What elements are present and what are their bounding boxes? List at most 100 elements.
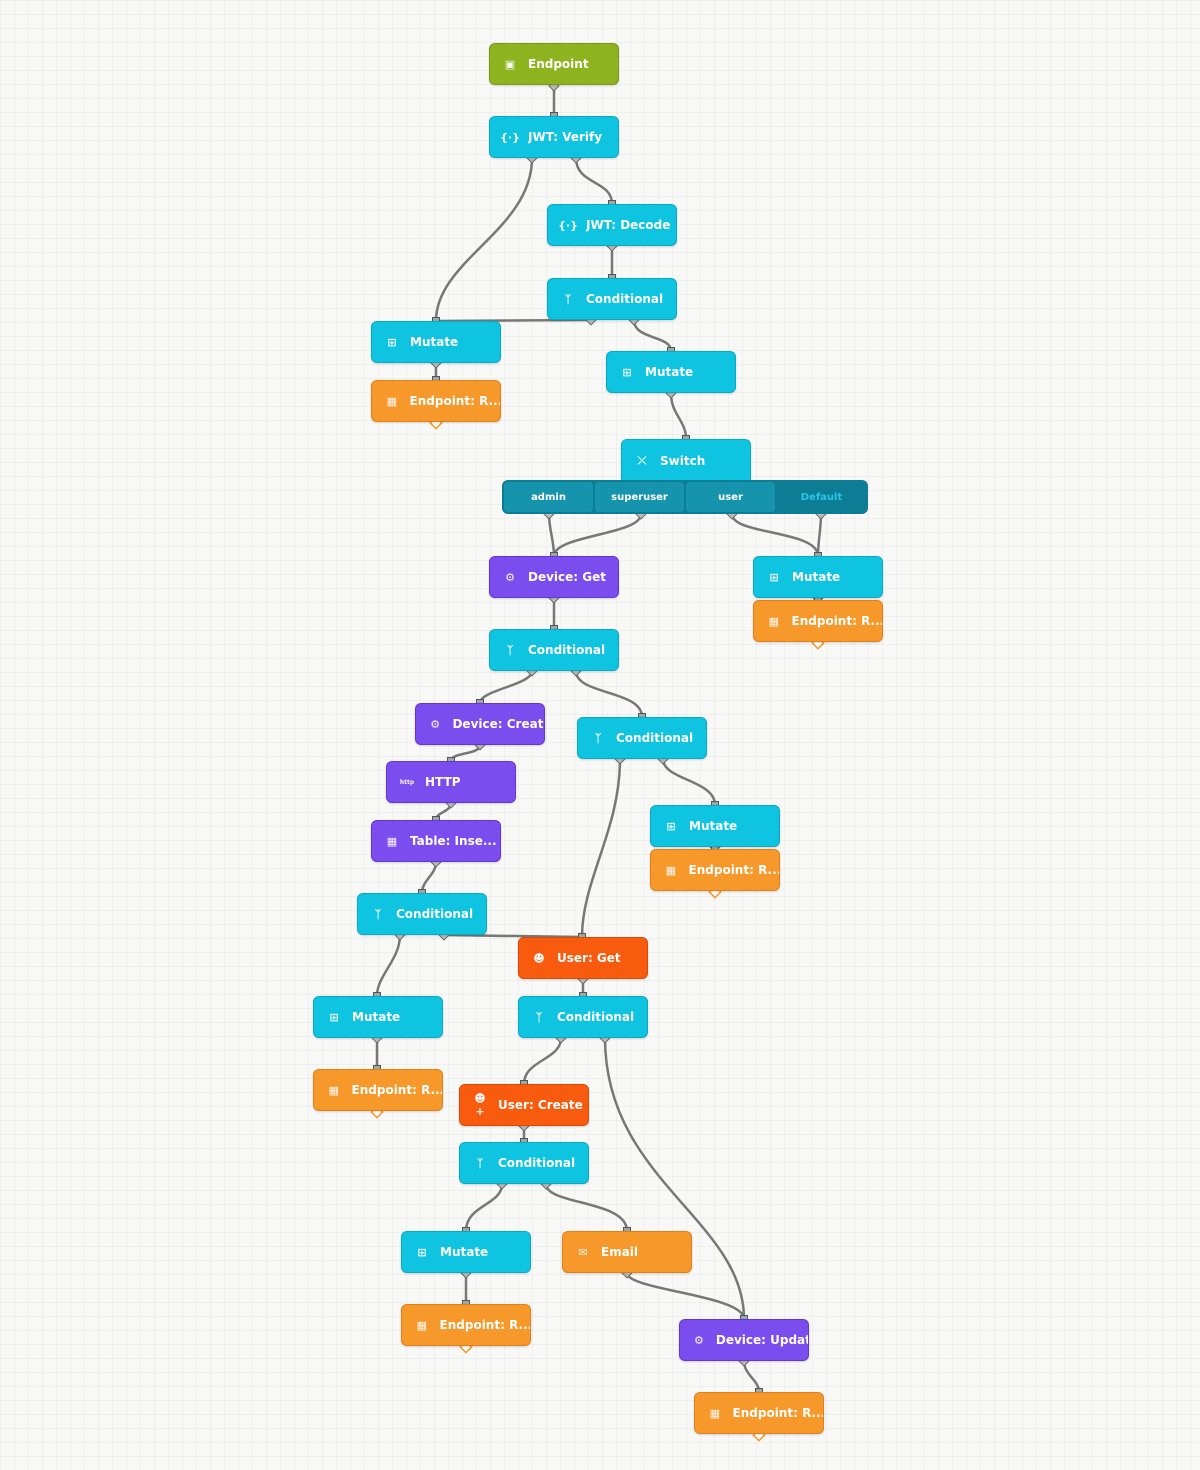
endpoint-reply-icon: ▦ — [768, 614, 779, 628]
connection-wire — [375, 933, 402, 998]
http-node[interactable]: http HTTP — [386, 761, 516, 803]
mutate-node[interactable]: ⊞ Mutate — [313, 996, 443, 1038]
connection-wire — [580, 757, 622, 939]
connection-wire — [552, 512, 643, 558]
mutate-node[interactable]: ⊞ Mutate — [401, 1231, 531, 1273]
endpoint-reply-node[interactable]: ▦ Endpoint: R... — [753, 600, 883, 642]
node-label: Switch — [660, 453, 706, 468]
connection-wire — [434, 318, 593, 323]
mutate-node[interactable]: ⊞ Mutate — [650, 805, 780, 847]
connection-wire — [574, 156, 614, 206]
connection-wire — [661, 757, 717, 807]
device-icon: ⚙ — [430, 717, 441, 731]
conditional-node[interactable]: ᛉ Conditional — [518, 996, 648, 1038]
conditional-node[interactable]: ᛉ Conditional — [459, 1142, 589, 1184]
mutate-icon: ⊞ — [387, 335, 397, 349]
connection-wire — [625, 1271, 746, 1321]
connection-wire — [464, 1182, 504, 1233]
http-icon: http — [399, 778, 415, 786]
switch-node[interactable]: ⤬ Switch — [621, 439, 751, 481]
node-label: Endpoint: R... — [688, 863, 779, 877]
endpoint-reply-icon: ▦ — [665, 863, 676, 877]
node-label: Endpoint: R... — [409, 394, 500, 408]
node-label: Mutate — [352, 1010, 401, 1024]
node-label: Conditional — [586, 292, 664, 306]
node-label: Mutate — [440, 1245, 489, 1259]
device-get-node[interactable]: ⚙ Device: Get — [489, 556, 619, 598]
node-label: User: Get — [557, 951, 621, 965]
switch-case-superuser[interactable]: superuser — [595, 482, 684, 512]
mutate-icon: ⊞ — [622, 365, 632, 379]
node-label: Endpoint: R... — [732, 1406, 823, 1420]
connection-wire — [547, 512, 556, 558]
node-label: Conditional — [498, 1156, 576, 1170]
node-label: Endpoint: R... — [439, 1318, 530, 1332]
switch-case-default[interactable]: Default — [800, 491, 843, 503]
jwt-decode-node[interactable]: {·} JWT: Decode — [547, 204, 677, 246]
mutate-icon: ⊞ — [769, 570, 779, 584]
node-label: JWT: Decode — [586, 218, 671, 232]
endpoint-reply-node[interactable]: ▦ Endpoint: R... — [371, 380, 501, 422]
node-label: Conditional — [528, 643, 606, 657]
branch-icon: ᛉ — [506, 643, 514, 657]
node-label: Conditional — [557, 1010, 635, 1024]
conditional-node[interactable]: ᛉ Conditional — [489, 629, 619, 671]
email-icon: ✉ — [578, 1245, 588, 1259]
branch-icon: ᛉ — [374, 907, 382, 921]
table-insert-node[interactable]: ▦ Table: Inse... — [371, 820, 501, 862]
switch-case-user[interactable]: user — [686, 482, 775, 512]
device-icon: ⚙ — [693, 1333, 704, 1347]
mutate-node[interactable]: ⊞ Mutate — [753, 556, 883, 598]
table-icon: ▦ — [386, 834, 398, 848]
node-label: Mutate — [689, 819, 738, 833]
connection-wire — [603, 1036, 746, 1321]
connection-wire — [449, 743, 482, 763]
jwt-icon: {·} — [558, 218, 578, 232]
conditional-node[interactable]: ᛉ Conditional — [577, 717, 707, 759]
conditional-node[interactable]: ᛉ Conditional — [357, 893, 487, 935]
branch-icon: ᛉ — [594, 731, 602, 745]
node-label: Mutate — [792, 570, 841, 584]
mutate-icon: ⊞ — [417, 1245, 427, 1259]
node-label: HTTP — [425, 775, 461, 789]
endpoint-reply-icon: ▦ — [328, 1083, 339, 1097]
switch-cases-bar: admin superuser user Default — [502, 480, 868, 514]
mutate-node[interactable]: ⊞ Mutate — [371, 321, 501, 363]
device-create-node[interactable]: ⚙ Device: Create — [415, 703, 545, 745]
user-get-node[interactable]: ☻ User: Get — [518, 937, 648, 979]
node-label: Endpoint: R... — [351, 1083, 442, 1097]
connection-wire — [816, 512, 823, 558]
switch-case-admin[interactable]: admin — [504, 482, 593, 512]
branch-icon: ᛉ — [535, 1010, 543, 1024]
conditional-node[interactable]: ᛉ Conditional — [547, 278, 677, 320]
connection-wire — [522, 1036, 563, 1086]
node-label: Table: Inse... — [410, 834, 497, 848]
jwt-icon: {·} — [500, 130, 520, 144]
endpoint-reply-node[interactable]: ▦ Endpoint: R... — [401, 1304, 531, 1346]
node-label: User: Create — [498, 1098, 583, 1112]
endpoint-reply-node[interactable]: ▦ Endpoint: R... — [313, 1069, 443, 1111]
mutate-icon: ⊞ — [329, 1010, 339, 1024]
jwt-verify-node[interactable]: {·} JWT: Verify — [489, 116, 619, 158]
connection-wire — [742, 1359, 761, 1394]
email-node[interactable]: ✉ Email — [562, 1231, 692, 1273]
endpoint-reply-icon: ▦ — [416, 1318, 427, 1332]
node-label: Conditional — [396, 907, 474, 921]
endpoint-reply-node[interactable]: ▦ Endpoint: R... — [650, 849, 780, 891]
connection-wire — [544, 1182, 629, 1233]
device-icon: ⚙ — [505, 570, 515, 584]
device-update-node[interactable]: ⚙ Device: Update — [679, 1319, 809, 1361]
branch-icon: ᛉ — [564, 292, 572, 306]
connection-wire — [420, 860, 438, 895]
endpoint-reply-node[interactable]: ▦ Endpoint: R... — [694, 1392, 824, 1434]
node-label: Email — [601, 1245, 639, 1259]
node-label: Conditional — [616, 731, 694, 745]
endpoint-node[interactable]: ▣ Endpoint — [489, 43, 619, 85]
branch-icon: ᛉ — [476, 1156, 484, 1170]
node-label: Endpoint — [528, 57, 589, 71]
user-create-node[interactable]: ☻+ User: Create — [459, 1084, 589, 1126]
mutate-node[interactable]: ⊞ Mutate — [606, 351, 736, 393]
connection-wire — [478, 669, 534, 705]
user-icon: ☻ — [533, 951, 545, 965]
